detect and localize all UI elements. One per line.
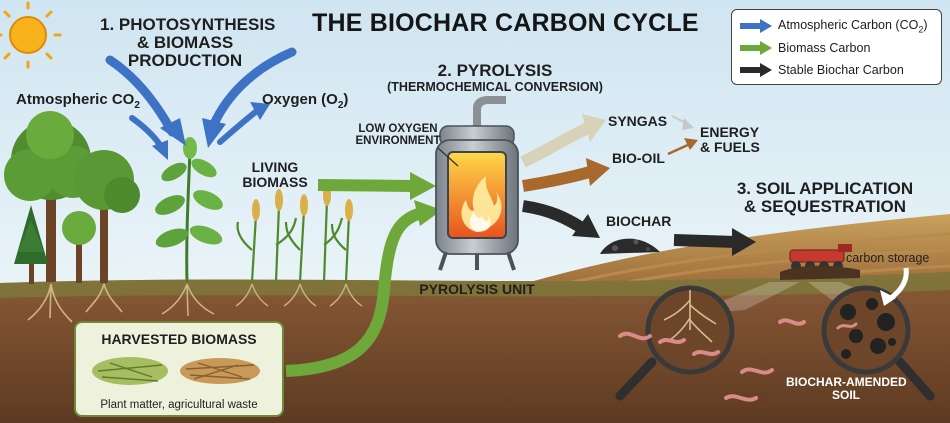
atmospheric-co2-label: Atmospheric CO2 xyxy=(16,92,140,112)
amended-soil-label: BIOCHAR-AMENDED SOIL xyxy=(786,375,907,402)
atmospheric-co2-text: Atmospheric CO xyxy=(16,91,135,108)
legend-item-biomass: Biomass Carbon xyxy=(740,38,870,58)
living-biomass-line: BIOMASS xyxy=(242,173,308,190)
energy-fuels-line: ENERGY xyxy=(700,124,760,140)
oxygen-text: Oxygen (O xyxy=(262,91,338,108)
step-soil-line: 3. SOIL APPLICATION xyxy=(736,179,914,198)
syngas-to-energy-arrow xyxy=(671,115,694,130)
legend-label: Stable Biochar Carbon xyxy=(778,63,904,77)
amended-soil-line: SOIL xyxy=(831,387,860,402)
syngas-arrow xyxy=(520,114,606,168)
pine-tree-icon xyxy=(14,205,48,284)
legend-label: Atmospheric Carbon (CO2) xyxy=(778,18,928,35)
atmospheric-co2-subscript: 2 xyxy=(134,100,140,111)
legend-item-biochar: Stable Biochar Carbon xyxy=(740,60,904,80)
oxygen-subscript: 2 xyxy=(337,100,344,111)
carbon-storage-label: carbon storage xyxy=(846,251,930,265)
oil-to-energy-arrow xyxy=(667,138,698,156)
biochar-label: BIOCHAR xyxy=(606,213,672,229)
tree-icon xyxy=(74,150,140,283)
earthworm-icon xyxy=(618,318,806,402)
step-photosynthesis-line: PRODUCTION xyxy=(127,50,243,70)
legend-label-subscript: 2 xyxy=(918,24,924,35)
step-photosynthesis-line: 1. PHOTOSYNTHESIS xyxy=(100,15,276,34)
energy-fuels-line: & FUELS xyxy=(700,138,760,155)
sun-icon xyxy=(0,1,62,69)
biochar-arrow xyxy=(522,200,600,238)
legend-arrow-icon xyxy=(740,63,772,77)
harvested-biomass-title: HARVESTED BIOMASS xyxy=(101,331,257,347)
roots-icon xyxy=(27,283,123,323)
legend: Atmospheric Carbon (CO2) Biomass Carbon … xyxy=(731,9,942,85)
magnifier-roots-icon xyxy=(615,285,735,401)
diagram-title: THE BIOCHAR CARBON CYCLE xyxy=(312,9,699,37)
carbon-storage-pointer xyxy=(880,267,909,306)
legend-arrow-icon xyxy=(740,19,772,33)
oxygen-label: Oxygen (O2) xyxy=(262,92,348,112)
amended-soil-line: BIOCHAR-AMENDED xyxy=(786,375,907,389)
biochar-to-soil-arrow xyxy=(673,228,756,256)
bio-oil-arrow xyxy=(522,158,610,192)
step-pyrolysis-subtitle: (THERMOCHEMICAL CONVERSION) xyxy=(387,80,603,94)
legend-label: Biomass Carbon xyxy=(778,41,871,55)
step-soil-application: 3. SOIL APPLICATION & SEQUESTRATION xyxy=(710,180,940,216)
legend-label-text: Atmospheric Carbon (CO xyxy=(778,17,919,32)
living-biomass-label: LIVING BIOMASS xyxy=(240,160,310,189)
legend-arrow-icon xyxy=(740,41,772,55)
oxygen-text-end: ) xyxy=(343,91,349,108)
low-oxygen-pointer xyxy=(437,147,459,167)
energy-fuels-label: ENERGY & FUELS xyxy=(700,125,760,154)
tree-icon xyxy=(62,211,96,283)
low-oxygen-line: LOW OXYGEN xyxy=(358,123,438,135)
syngas-label: SYNGAS xyxy=(608,113,668,129)
legend-item-atmospheric: Atmospheric Carbon (CO2) xyxy=(740,16,928,36)
harvested-biomass-illustration xyxy=(92,357,260,385)
soil-spreader-icon xyxy=(780,244,860,280)
pyrolysis-unit-label: PYROLYSIS UNIT xyxy=(419,281,535,297)
step-photosynthesis-line: & BIOMASS xyxy=(136,32,234,52)
pyrolysis-reactor xyxy=(435,96,519,271)
young-plant-icon xyxy=(155,137,223,317)
biochar-pile-icon xyxy=(600,238,660,254)
step-photosynthesis: 1. PHOTOSYNTHESIS & BIOMASS PRODUCTION xyxy=(100,15,276,70)
bio-oil-label: BIO-OIL xyxy=(612,150,665,166)
living-biomass-line: LIVING xyxy=(251,159,299,175)
biomass-carbon-arrows xyxy=(285,172,442,377)
step-soil-line: & SEQUESTRATION xyxy=(743,196,907,216)
step-pyrolysis: 2. PYROLYSIS xyxy=(437,61,553,80)
atmospheric-carbon-arrows xyxy=(105,47,297,160)
magnifier-biochar-icon xyxy=(821,285,935,401)
legend-label-end: ) xyxy=(923,17,928,32)
harvested-biomass-caption: Plant matter, agricultural waste xyxy=(100,399,258,411)
low-oxygen-label: LOW OXYGEN ENVIRONMENT xyxy=(346,123,450,147)
low-oxygen-line: ENVIRONMENT xyxy=(355,135,441,148)
